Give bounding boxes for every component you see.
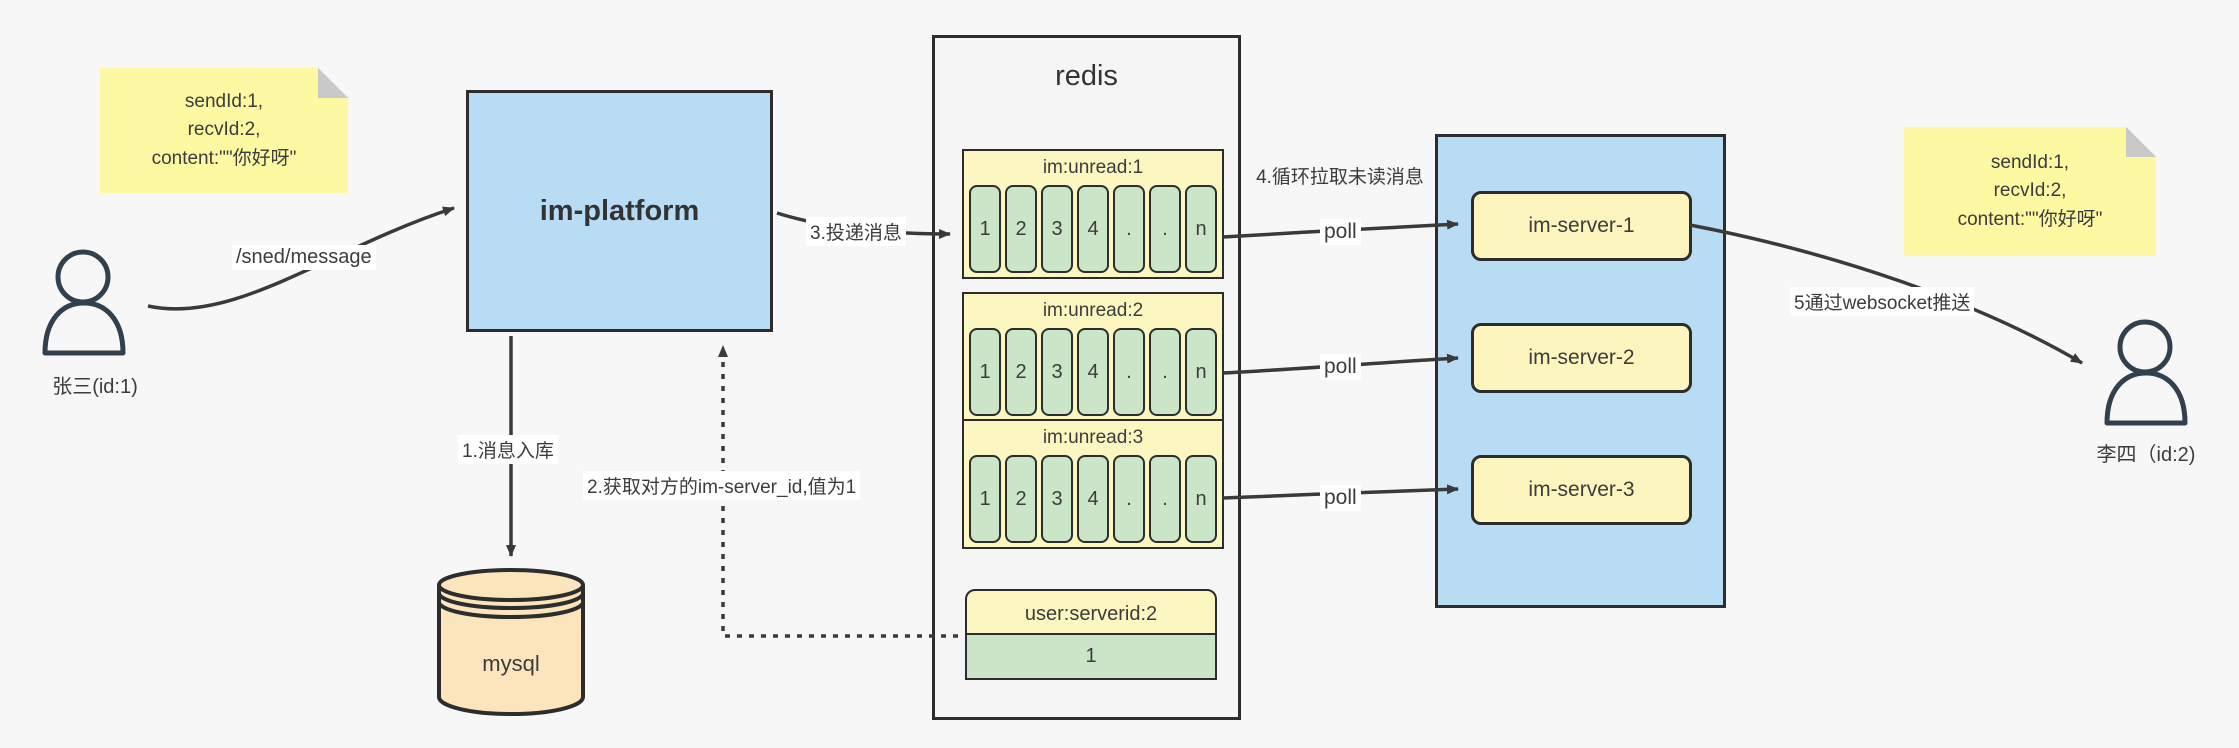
- sticky-left-fold-corner: [318, 68, 348, 98]
- sticky-left-line3: content:""你好呀": [151, 147, 297, 169]
- sticky-note-left: sendId:1, recvId:2, content:""你好呀": [100, 68, 348, 193]
- edge-label-send-api: /sned/message: [232, 245, 376, 270]
- queue-cell: .: [1149, 455, 1181, 543]
- sticky-right-fold-corner: [2126, 127, 2156, 157]
- queue-cell: 4: [1077, 185, 1109, 273]
- receiver-label: 李四（id:2): [2096, 444, 2196, 466]
- sticky-note-right: sendId:1, recvId:2, content:""你好呀": [1904, 127, 2156, 256]
- edge-label-poll-3: poll: [1320, 485, 1361, 511]
- redis-kv-user-serverid: user:serverid:2 1: [965, 589, 1217, 680]
- queue-cell: .: [1149, 185, 1181, 273]
- im-server-cluster: im-server-1 im-server-2 im-server-3: [1435, 134, 1726, 608]
- queue-cell: n: [1185, 328, 1217, 416]
- queue-cell: 1: [969, 455, 1001, 543]
- queue-cell: 3: [1041, 455, 1073, 543]
- edge-label-poll-1: poll: [1320, 219, 1361, 245]
- queue-cell: 4: [1077, 328, 1109, 416]
- redis-queue-unread-2: im:unread:2 1 2 3 4 . . n: [962, 292, 1224, 422]
- queue-cell: n: [1185, 185, 1217, 273]
- sticky-right-line2: recvId:2,: [1993, 180, 2067, 202]
- queue-cell: 4: [1077, 455, 1109, 543]
- kv-value: 1: [965, 635, 1217, 680]
- queue-cell: 3: [1041, 185, 1073, 273]
- user-icon-receiver: [2104, 319, 2188, 426]
- queue-cell: .: [1113, 455, 1145, 543]
- queue-cell: 1: [969, 185, 1001, 273]
- edge-label-step4: 4.循环拉取未读消息: [1256, 167, 1424, 188]
- redis-title: redis: [1055, 60, 1118, 92]
- sticky-right-line1: sendId:1,: [1990, 151, 2070, 173]
- sticky-left-line1: sendId:1,: [184, 90, 264, 112]
- im-server-3-node: im-server-3: [1471, 455, 1692, 525]
- edge-label-step2: 2.获取对方的im-server_id,值为1: [583, 471, 861, 500]
- im-server-1-label: im-server-1: [1528, 214, 1635, 237]
- user-icon-sender: [42, 249, 126, 356]
- queue-2-cells: 1 2 3 4 . . n: [964, 328, 1222, 416]
- queue-cell: .: [1113, 328, 1145, 416]
- im-server-3-label: im-server-3: [1528, 478, 1635, 501]
- queue-2-name: im:unread:2: [1042, 300, 1144, 321]
- sender-label: 张三(id:1): [52, 376, 138, 398]
- im-platform-label: im-platform: [539, 194, 700, 227]
- queue-cell: 3: [1041, 328, 1073, 416]
- edge-label-step5: 5通过websocket推送: [1790, 287, 1975, 316]
- im-server-2-label: im-server-2: [1528, 346, 1635, 369]
- queue-cell: 1: [969, 328, 1001, 416]
- queue-1-name: im:unread:1: [1042, 157, 1144, 178]
- queue-cell: 2: [1005, 455, 1037, 543]
- queue-cell: .: [1149, 328, 1181, 416]
- mysql-database-icon: mysql: [437, 568, 585, 716]
- queue-3-cells: 1 2 3 4 . . n: [964, 455, 1222, 543]
- queue-1-cells: 1 2 3 4 . . n: [964, 185, 1222, 273]
- im-platform-node: im-platform: [466, 90, 773, 332]
- queue-cell: .: [1113, 185, 1145, 273]
- kv-key: user:serverid:2: [965, 589, 1217, 635]
- edge-label-step1: 1.消息入库: [458, 435, 558, 464]
- redis-container: redis im:unread:1 1 2 3 4 . . n im:unrea…: [932, 35, 1241, 720]
- queue-cell: 2: [1005, 328, 1037, 416]
- queue-3-name: im:unread:3: [1042, 427, 1144, 448]
- mysql-label: mysql: [482, 651, 539, 676]
- im-server-2-node: im-server-2: [1471, 323, 1692, 393]
- im-server-1-node: im-server-1: [1471, 191, 1692, 261]
- edge-label-step3: 3.投递消息: [806, 217, 906, 246]
- sticky-right-line3: content:""你好呀": [1957, 208, 2103, 230]
- redis-queue-unread-1: im:unread:1 1 2 3 4 . . n: [962, 149, 1224, 279]
- queue-cell: n: [1185, 455, 1217, 543]
- edge-label-poll-2: poll: [1320, 354, 1361, 380]
- queue-cell: 2: [1005, 185, 1037, 273]
- redis-queue-unread-3: im:unread:3 1 2 3 4 . . n: [962, 419, 1224, 549]
- sticky-left-line2: recvId:2,: [187, 119, 261, 141]
